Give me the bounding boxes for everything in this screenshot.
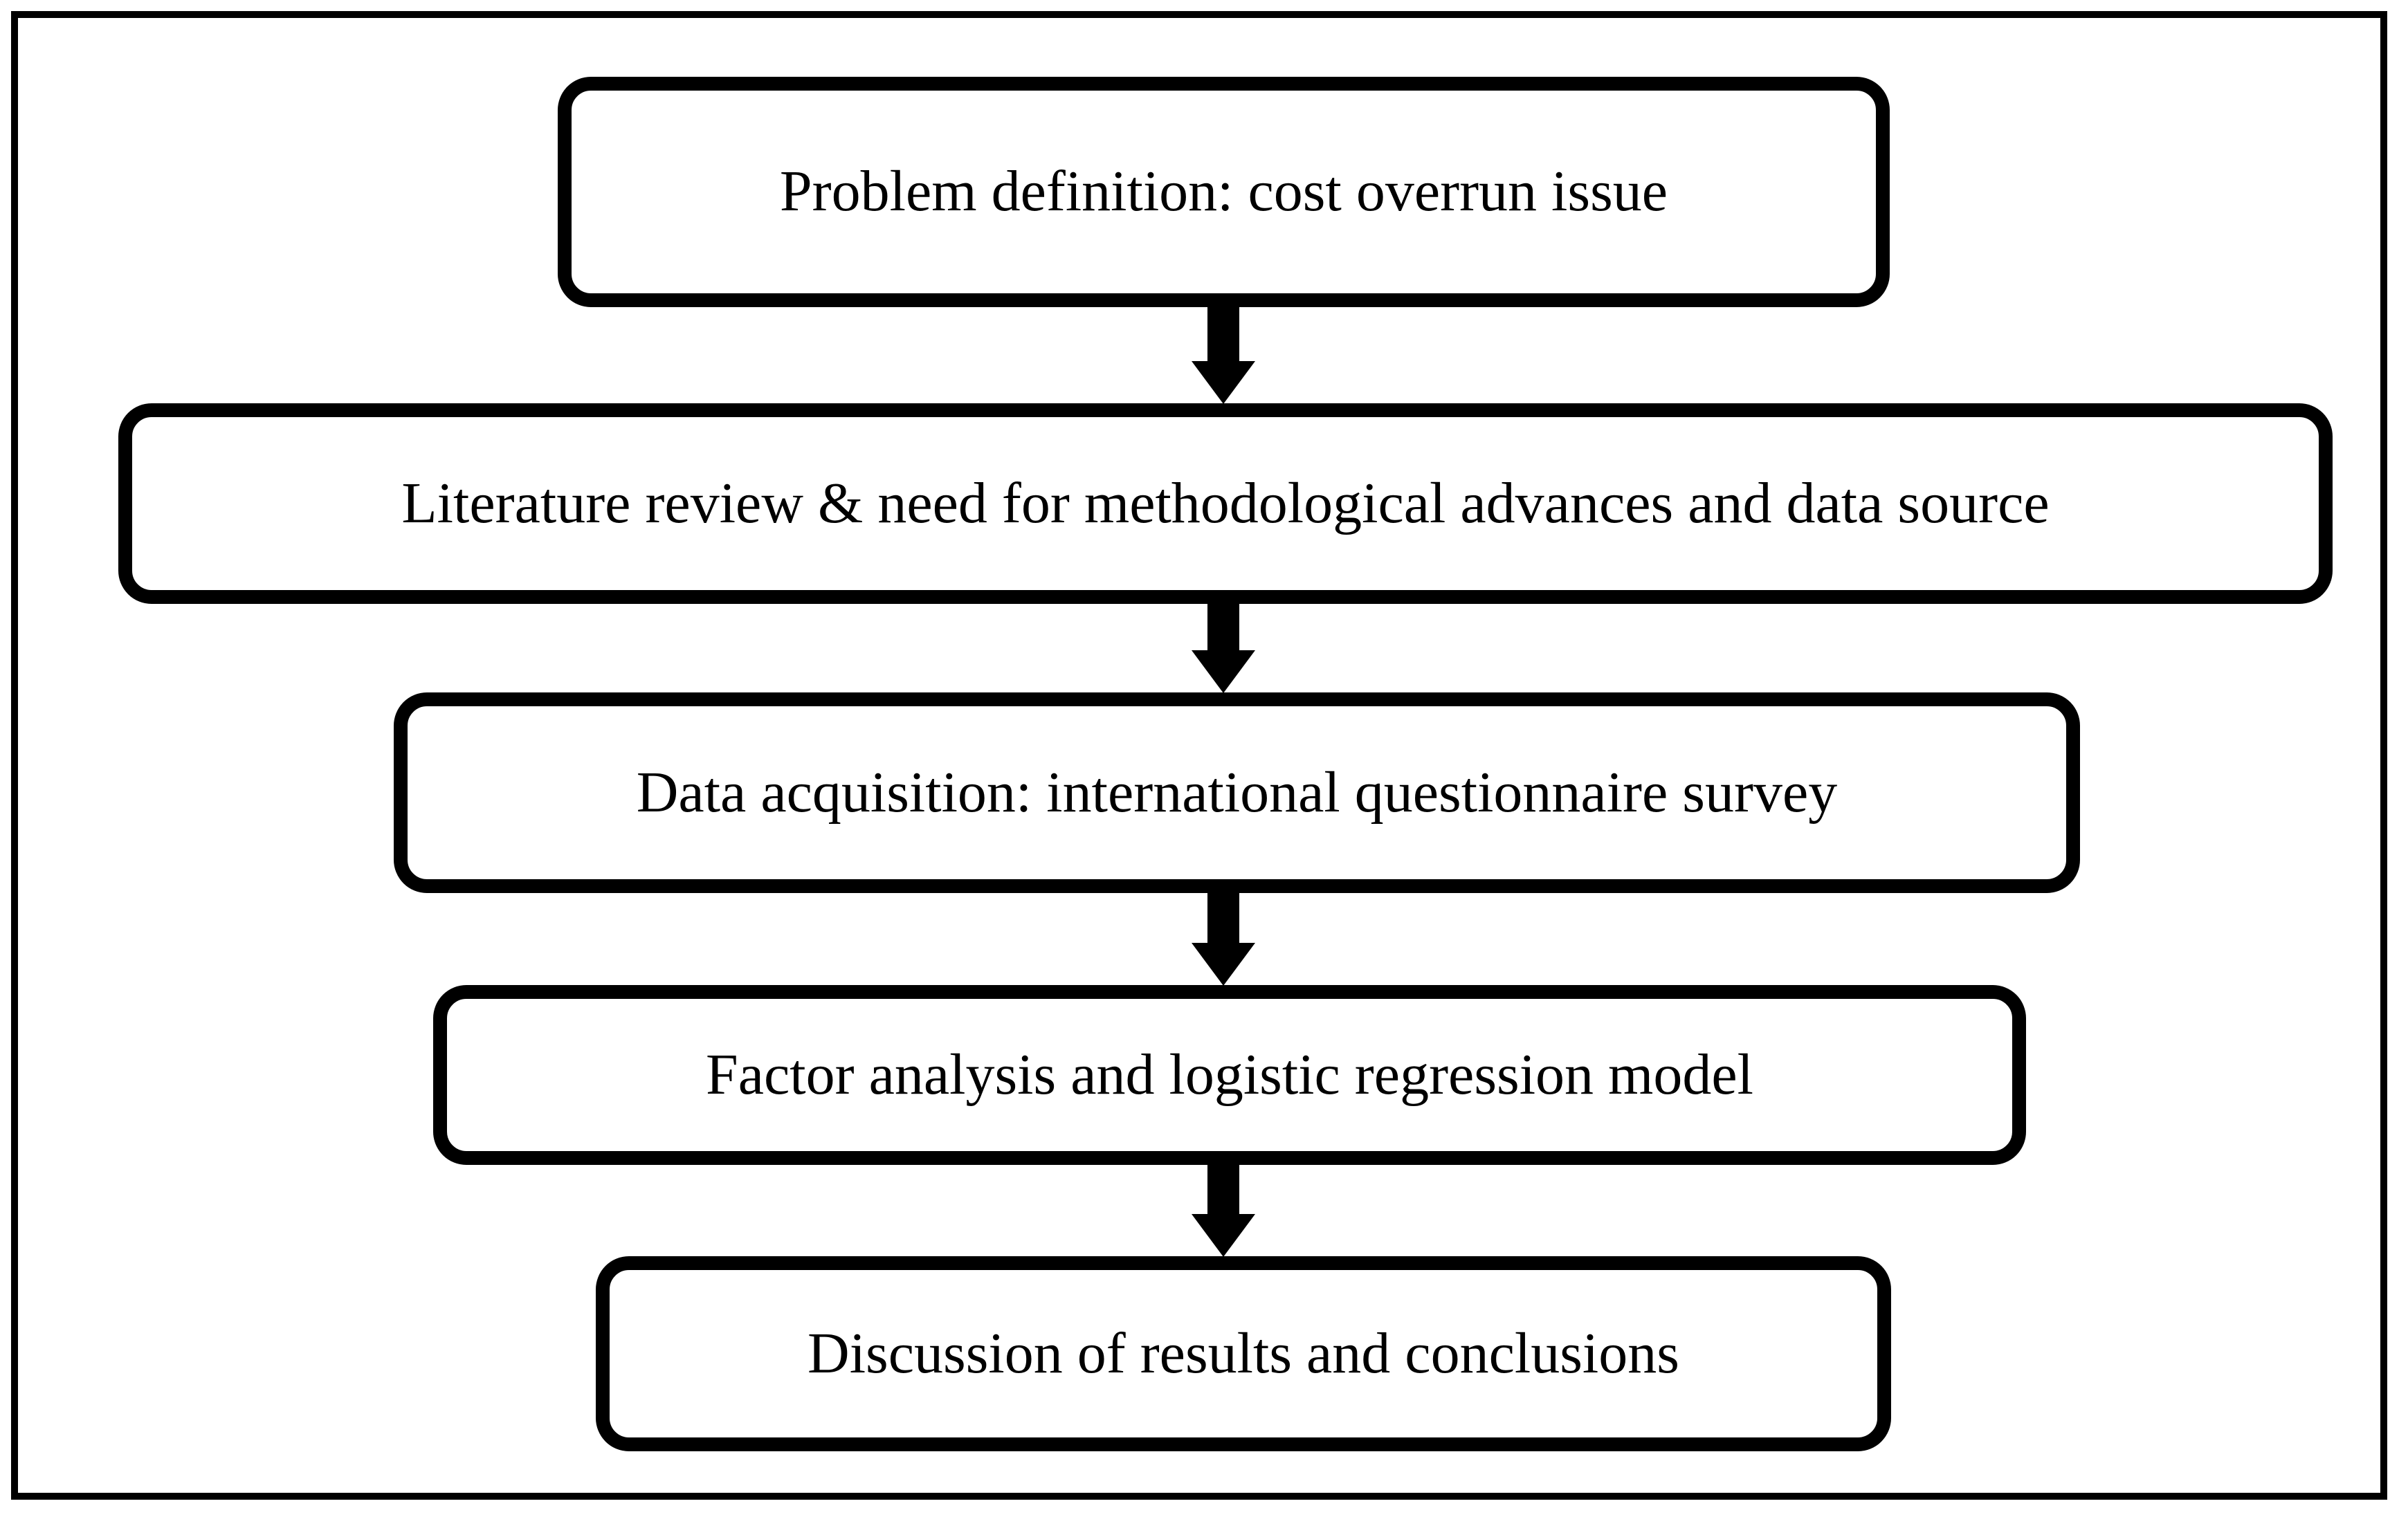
arrow-stem (1207, 604, 1239, 650)
arrow-stem (1207, 1165, 1239, 1214)
down-arrow-icon (1192, 893, 1255, 986)
down-arrow-icon (1192, 1165, 1255, 1257)
flow-step-problem-definition: Problem definition: cost overrun issue (558, 77, 1890, 307)
flow-step-data-acquisition: Data acquisition: international question… (394, 692, 2080, 893)
flow-step-label: Factor analysis and logistic regression … (705, 1042, 1753, 1107)
flow-step-label: Discussion of results and conclusions (808, 1321, 1679, 1386)
figure-frame: Problem definition: cost overrun issue L… (11, 11, 2387, 1500)
flow-step-discussion-conclusions: Discussion of results and conclusions (596, 1256, 1891, 1451)
arrow-head (1192, 943, 1255, 986)
flow-step-factor-analysis: Factor analysis and logistic regression … (433, 985, 2026, 1165)
arrow-stem (1207, 307, 1239, 361)
arrow-head (1192, 1214, 1255, 1257)
flow-step-label: Literature review & need for methodologi… (401, 470, 2050, 535)
flow-step-label: Problem definition: cost overrun issue (779, 159, 1668, 224)
down-arrow-icon (1192, 604, 1255, 693)
arrow-head (1192, 361, 1255, 404)
arrow-head (1192, 650, 1255, 693)
flow-step-label: Data acquisition: international question… (636, 760, 1838, 825)
arrow-stem (1207, 893, 1239, 943)
flow-step-literature-review: Literature review & need for methodologi… (118, 403, 2333, 604)
down-arrow-icon (1192, 307, 1255, 404)
